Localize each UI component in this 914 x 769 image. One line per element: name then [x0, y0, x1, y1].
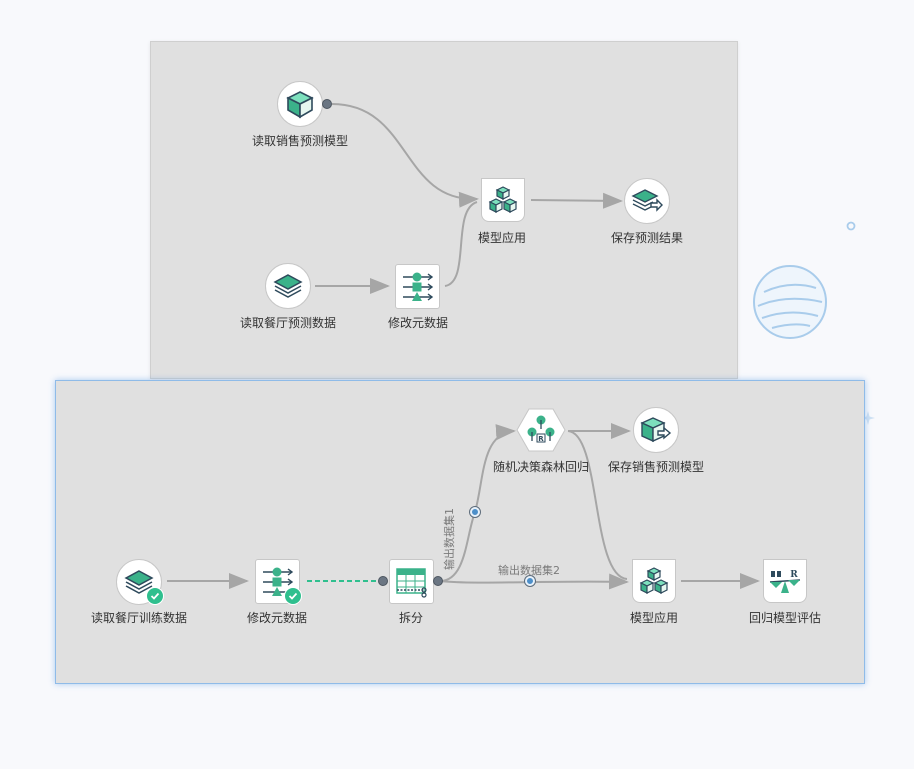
node-label: 保存销售预测模型 [607, 460, 705, 474]
cube-export-icon [640, 417, 672, 443]
node-label: 读取销售预测模型 [251, 134, 349, 148]
node-regression-evaluation[interactable]: R [763, 559, 807, 603]
node-random-forest-regression[interactable]: R [516, 407, 566, 453]
metadata-icon [262, 567, 293, 596]
cube-icon [286, 91, 314, 119]
node-label: 读取餐厅预测数据 [239, 316, 337, 330]
metadata-icon [402, 272, 433, 301]
star-decoration [861, 411, 875, 425]
dot-decoration [846, 221, 856, 231]
edge-apply-to-save [530, 192, 623, 209]
success-check-icon [284, 587, 302, 605]
node-label: 保存预测结果 [610, 231, 684, 245]
node-label: 回归模型评估 [748, 611, 822, 625]
node-label: 模型应用 [477, 231, 527, 245]
cubes-icon [639, 567, 669, 594]
node-split[interactable] [389, 559, 434, 604]
node-label: 拆分 [398, 611, 424, 625]
svg-text:R: R [538, 435, 544, 443]
table-split-icon [395, 567, 427, 598]
node-label: 修改元数据 [387, 316, 449, 330]
node-label: 读取餐厅训练数据 [90, 611, 188, 625]
edge-meta-to-apply [444, 201, 478, 287]
node-label: 随机决策森林回归 [492, 460, 590, 474]
output-port[interactable] [433, 576, 443, 586]
node-model-apply[interactable] [481, 178, 525, 222]
node-save-prediction-result[interactable] [624, 178, 670, 224]
output-port[interactable] [322, 99, 332, 109]
edge-label-output2: 输出数据集2 [498, 564, 560, 577]
scale-icon: R [769, 570, 801, 593]
node-read-restaurant-prediction-data[interactable] [265, 263, 311, 309]
edge-label-output1: 输出数据集1 [443, 508, 456, 570]
svg-text:R: R [790, 570, 798, 580]
node-label: 模型应用 [629, 611, 679, 625]
node-model-apply[interactable] [632, 559, 676, 603]
layers-export-icon [631, 189, 663, 212]
input-port[interactable] [378, 576, 388, 586]
node-edit-metadata[interactable] [395, 264, 440, 309]
workflow-panel-prediction[interactable]: 读取销售预测模型 模型应用 保存预测结果 读取餐厅预测数据 [150, 41, 738, 379]
forest-icon: R [516, 408, 566, 452]
edge-port-output2[interactable] [525, 576, 535, 586]
planet-decoration [753, 265, 827, 339]
node-label: 修改元数据 [246, 611, 308, 625]
edge-read-model-to-apply [331, 103, 479, 208]
workflow-panel-training[interactable]: 读取餐厅训练数据 修改元数据 [55, 380, 865, 684]
layers-icon [273, 274, 303, 298]
cubes-icon [488, 186, 518, 213]
layers-icon [124, 570, 154, 594]
edge-port-output1[interactable] [470, 507, 480, 517]
edges-layer [167, 423, 760, 590]
node-read-sales-model[interactable] [277, 81, 323, 127]
node-save-sales-model[interactable] [633, 407, 679, 453]
edge-forest-to-apply [567, 430, 628, 580]
success-check-icon [146, 587, 164, 605]
